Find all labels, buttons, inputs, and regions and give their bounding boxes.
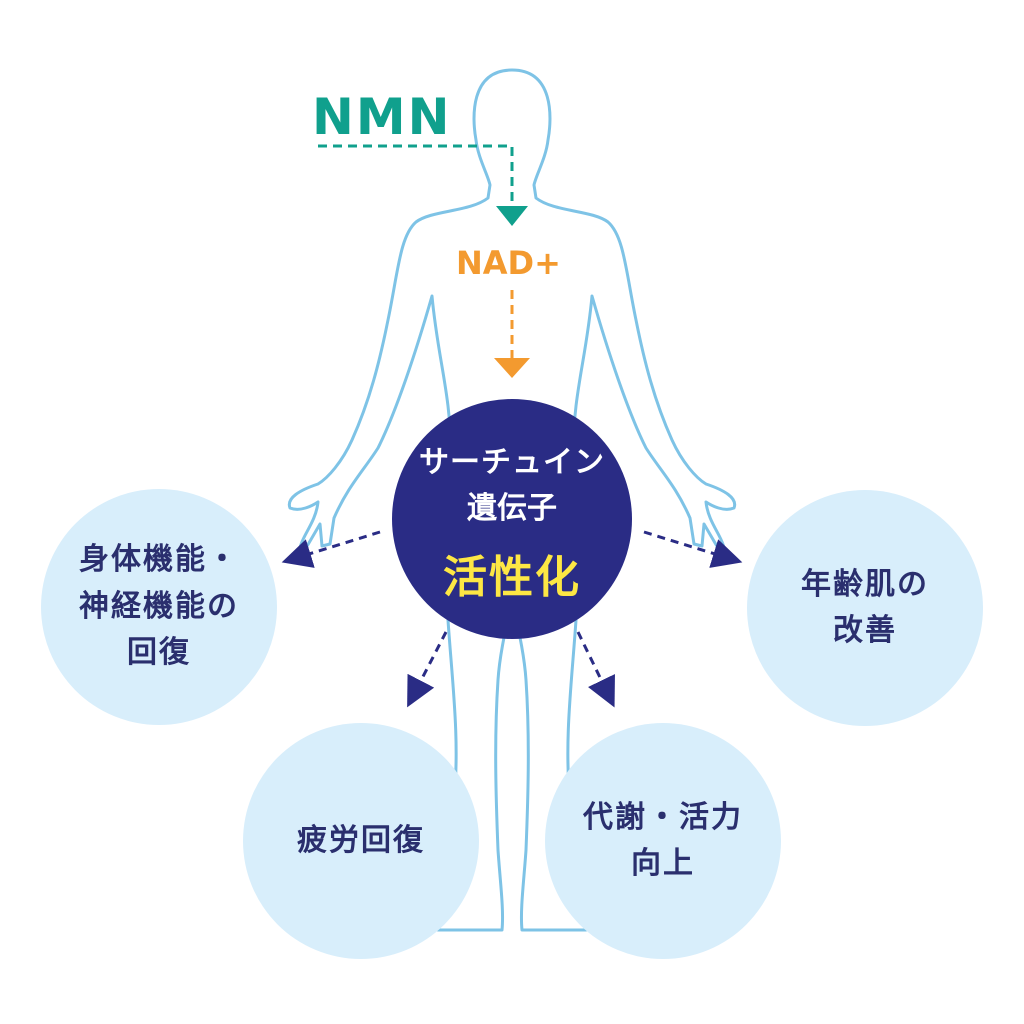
effect-bottom-left-line-1: 疲労回復 [297, 822, 425, 858]
effect-bottom-right-line-1: 代謝・活力 [583, 799, 743, 835]
activation-label: 活性化 [443, 552, 581, 603]
effect-bubble-right: 年齢肌の 改善 [747, 490, 983, 726]
nad-label: NAD+ [456, 244, 561, 282]
gene-label: 遺伝子 [467, 491, 557, 526]
effect-left-line-3: 回復 [127, 635, 191, 671]
effect-bottom-right-line-2: 向上 [631, 846, 695, 881]
sirtuin-label: サーチュイン [419, 445, 605, 480]
effect-bubble-bottom-left: 疲労回復 [243, 723, 479, 959]
effect-right-line-2: 改善 [833, 613, 897, 648]
sirtuin-circle: サーチュイン 遺伝子 活性化 [392, 399, 632, 639]
nmn-dashed-line [318, 144, 514, 206]
arrow-to-bottom-left [407, 631, 448, 708]
nmn-label: NMN [312, 88, 452, 146]
effect-left-line-1: 身体機能・ [79, 542, 239, 578]
nmn-arrowhead [496, 206, 528, 226]
effect-bubble-bottom-right: 代謝・活力 向上 [545, 723, 781, 959]
effect-bubble-left: 身体機能・ 神経機能の 回復 [41, 489, 277, 725]
arrow-to-right [643, 530, 743, 568]
nad-arrowhead [494, 358, 530, 378]
arrow-to-bottom-right [576, 631, 615, 708]
arrow-to-left [281, 530, 381, 568]
effect-right-line-1: 年齢肌の [801, 566, 929, 602]
effect-left-line-2: 神経機能の [79, 588, 239, 624]
